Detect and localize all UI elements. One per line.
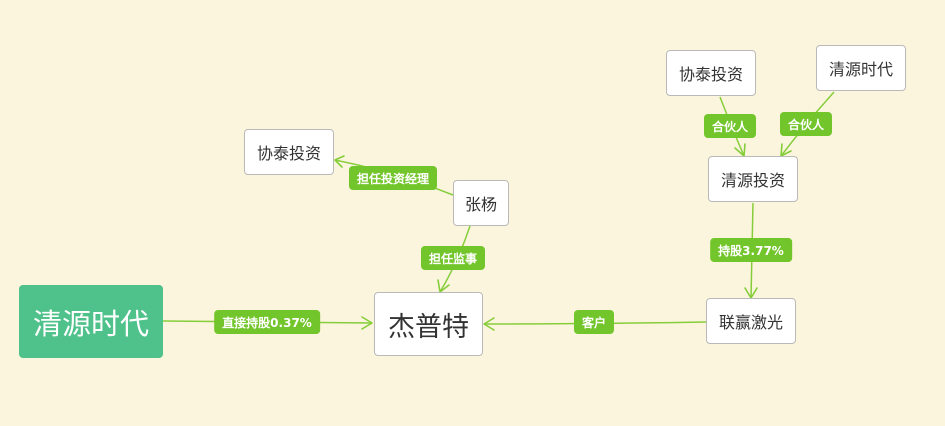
arrow-zhang-xietai (334, 155, 345, 168)
arrow-root-center (361, 316, 373, 330)
label-qytop-invest: 合伙人 (779, 112, 833, 136)
node-root-qingyuan-shidai[interactable]: 清源时代 (19, 285, 163, 358)
arrow-lianying-center (483, 317, 495, 331)
label-zhang-xietai: 担任投资经理 (348, 166, 438, 190)
label-lianying-center: 客户 (573, 310, 615, 334)
node-xietai-investment-top[interactable]: 协泰投资 (666, 50, 756, 96)
node-qingyuan-investment[interactable]: 清源投资 (708, 156, 798, 202)
label-root-center: 直接持股0.37% (214, 310, 320, 334)
label-invest-lianying: 持股3.77% (710, 238, 792, 262)
label-xietai-invest: 合伙人 (703, 114, 757, 138)
label-zhang-center: 担任监事 (420, 246, 486, 270)
node-center-jiepute[interactable]: 杰普特 (374, 292, 483, 356)
node-qingyuan-shidai-top[interactable]: 清源时代 (816, 45, 906, 91)
node-lianying-laser[interactable]: 联赢激光 (706, 298, 796, 344)
node-xietai-investment-left[interactable]: 协泰投资 (244, 129, 334, 175)
node-zhang-yang[interactable]: 张杨 (453, 180, 509, 226)
